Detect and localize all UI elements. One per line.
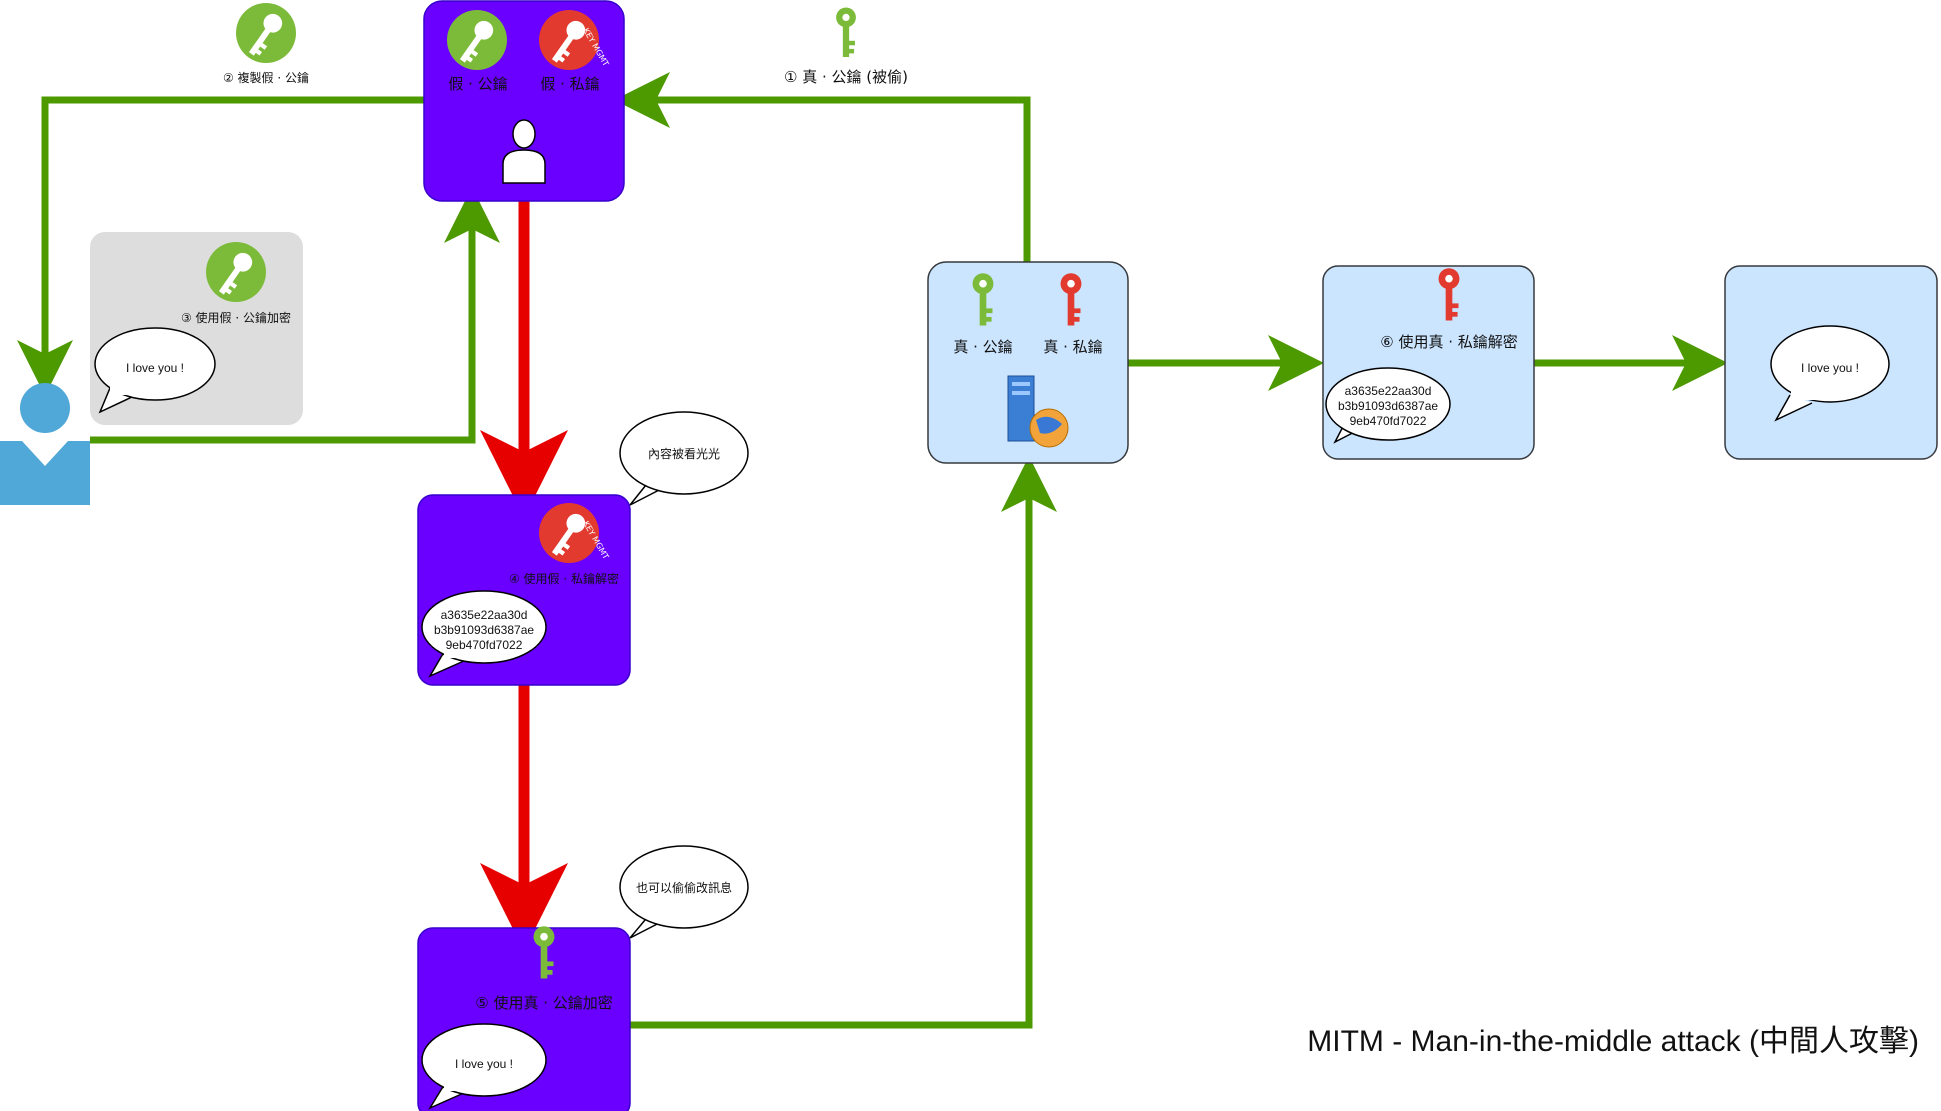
speech-bubble: I love you ! bbox=[1770, 325, 1890, 422]
arrow-real-public-stolen bbox=[614, 72, 1031, 262]
person-icon bbox=[502, 119, 546, 184]
attacker-box: KEY MGMT 假 · 公鑰 假 · 私鑰 bbox=[423, 0, 625, 202]
attacker-decrypt-box: KEY MGMT ④ 使用假 · 私鑰解密 a3635e22aa30d b3b9… bbox=[417, 494, 631, 686]
use-real-private-decrypt-label: ⑥ 使用真 · 私鑰解密 bbox=[1380, 333, 1518, 351]
use-fake-public-encrypt-label: ③ 使用假 · 公鑰加密 bbox=[181, 310, 291, 325]
arrow-user-to-attacker bbox=[90, 187, 500, 444]
arrow-copy-fake-public bbox=[17, 96, 425, 396]
cipher-attacker-line3: 9eb470fd7022 bbox=[446, 638, 523, 652]
server-box: 真 · 公鑰 真 · 私鑰 bbox=[927, 261, 1129, 464]
copy-fake-public-group: ② 複製假 · 公鑰 bbox=[223, 3, 309, 85]
real-public-label: 真 · 公鑰 bbox=[953, 338, 1012, 356]
green-key-icon bbox=[836, 7, 856, 57]
green-key-badge-icon bbox=[236, 3, 296, 63]
bubble-content-exposed: 內容被看光光 bbox=[648, 446, 720, 461]
speech-bubble: I love you ! bbox=[94, 327, 216, 414]
use-fake-private-decrypt-label: ④ 使用假 · 私鑰解密 bbox=[509, 571, 619, 586]
cipher-server-line3: 9eb470fd7022 bbox=[1350, 414, 1427, 428]
connectors bbox=[17, 72, 1728, 1029]
copy-fake-public-label: ② 複製假 · 公鑰 bbox=[223, 70, 309, 85]
attacker-reencrypt-box: ⑤ 使用真 · 公鑰加密 I love you ! bbox=[417, 926, 631, 1111]
bubble-love-sender: I love you ! bbox=[126, 361, 184, 375]
bubble-love-tampered: I love you ! bbox=[455, 1057, 513, 1071]
green-key-badge-icon bbox=[206, 242, 266, 302]
green-key-badge-icon bbox=[447, 10, 507, 70]
speech-bubble: a3635e22aa30d b3b91093d6387ae 9eb470fd70… bbox=[421, 590, 547, 678]
bubble-can-tamper: 也可以偷偷改訊息 bbox=[636, 880, 732, 895]
speech-bubble: a3635e22aa30d b3b91093d6387ae 9eb470fd70… bbox=[1325, 367, 1451, 444]
fake-private-label: 假 · 私鑰 bbox=[540, 75, 599, 93]
arrow-forward-to-server bbox=[630, 456, 1057, 1029]
cipher-server-line2: b3b91093d6387ae bbox=[1338, 399, 1438, 413]
real-private-label: 真 · 私鑰 bbox=[1043, 338, 1102, 356]
stolen-real-public-group: ① 真 · 公鑰 (被偷) bbox=[784, 7, 908, 86]
bubble-content-exposed-group: 內容被看光光 bbox=[619, 411, 749, 506]
cipher-attacker-line1: a3635e22aa30d bbox=[441, 608, 528, 622]
cipher-attacker-line2: b3b91093d6387ae bbox=[434, 623, 534, 637]
speech-bubble: I love you ! bbox=[421, 1023, 547, 1110]
server-globe-icon bbox=[1007, 375, 1069, 448]
fake-public-label: 假 · 公鑰 bbox=[448, 75, 507, 93]
user-icon bbox=[0, 383, 90, 505]
user-encrypt-box: ③ 使用假 · 公鑰加密 I love you ! bbox=[90, 232, 303, 425]
receiver-box: I love you ! bbox=[1724, 265, 1938, 460]
bubble-love-receiver: I love you ! bbox=[1801, 361, 1859, 375]
use-real-public-encrypt-label: ⑤ 使用真 · 公鑰加密 bbox=[475, 994, 613, 1012]
diagram-title: MITM - Man-in-the-middle attack (中間人攻擊) bbox=[1307, 1025, 1919, 1058]
bubble-can-tamper-group: 也可以偷偷改訊息 bbox=[619, 845, 749, 939]
stolen-real-public-label: ① 真 · 公鑰 (被偷) bbox=[784, 68, 908, 86]
server-decrypt-box: ⑥ 使用真 · 私鑰解密 a3635e22aa30d b3b91093d6387… bbox=[1322, 265, 1535, 460]
cipher-server-line1: a3635e22aa30d bbox=[1345, 384, 1432, 398]
